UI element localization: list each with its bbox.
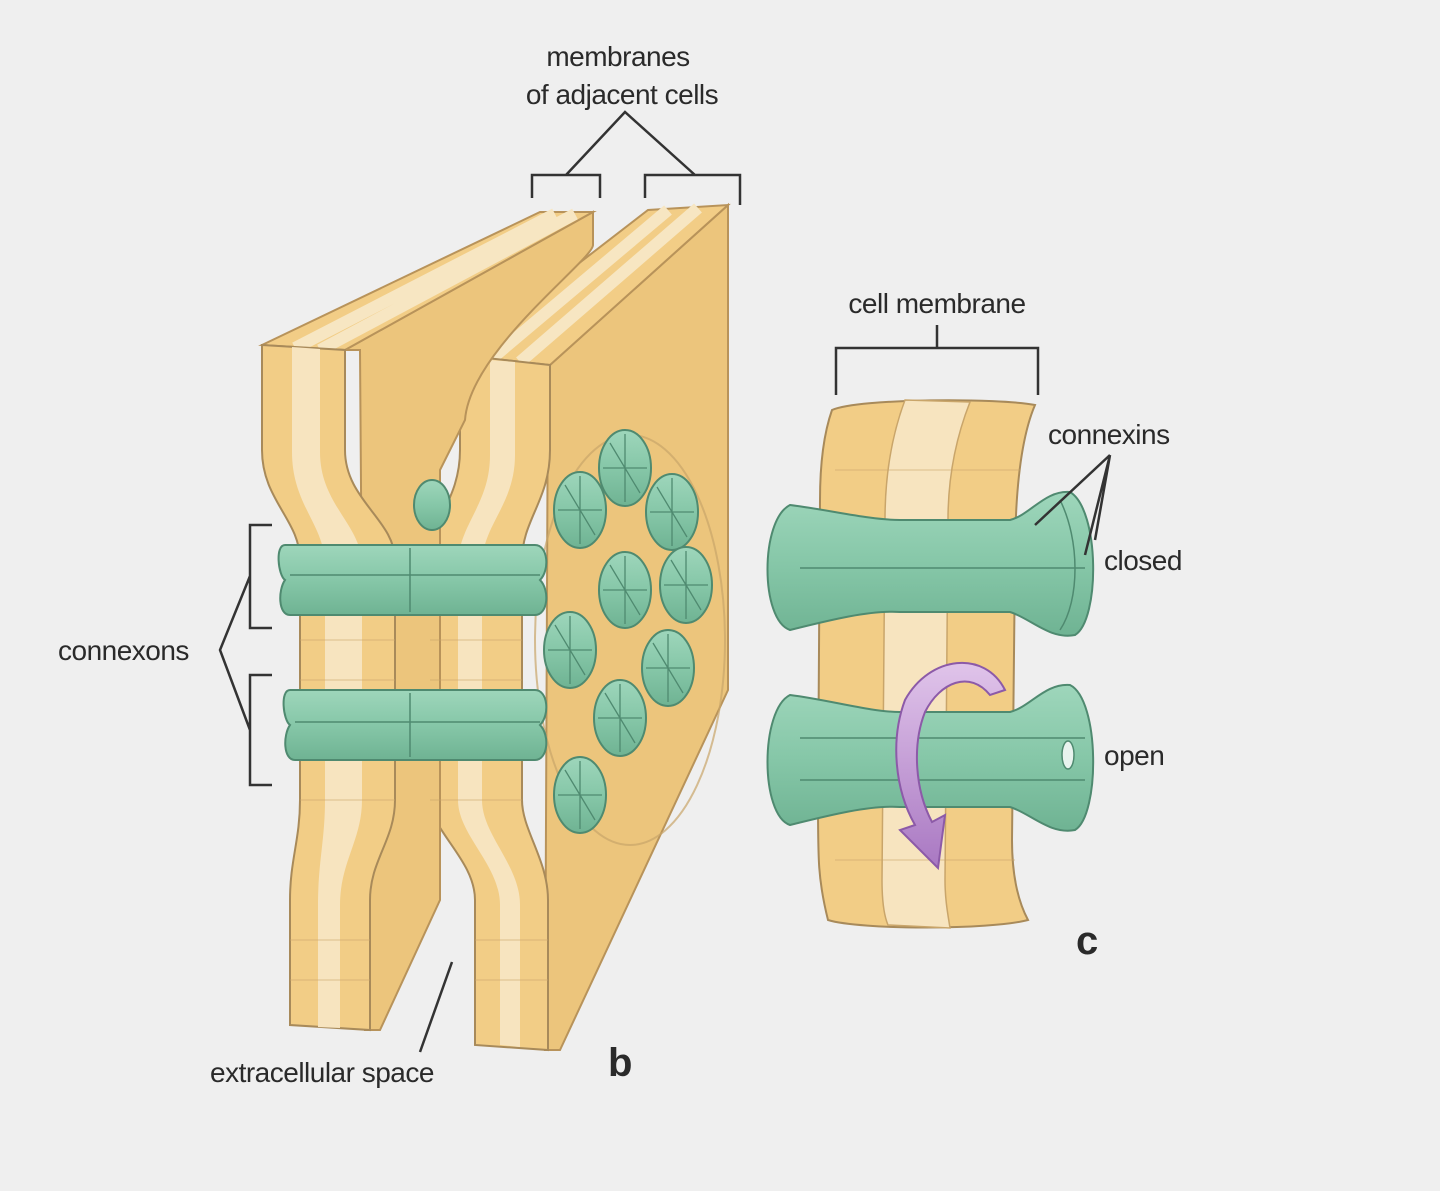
connexon-rosette	[598, 429, 652, 507]
connexon-lower	[282, 689, 548, 761]
extracellular-space-label: extracellular space	[210, 1057, 434, 1088]
membranes-label-line1: membranes	[546, 41, 689, 72]
connexon-rosette	[553, 471, 607, 549]
connexon-rosette	[543, 611, 597, 689]
connexon-upper	[277, 544, 548, 616]
panel-b-membranes	[258, 202, 731, 1052]
connexon-rosette	[598, 551, 652, 629]
membranes-label-line2: of adjacent cells	[526, 79, 718, 110]
connexons-label: connexons	[58, 635, 189, 666]
closed-connexon	[766, 490, 1095, 637]
connexon-rosette	[553, 756, 607, 834]
cell-membrane-label: cell membrane	[848, 288, 1025, 319]
open-label: open	[1104, 740, 1164, 771]
connexins-label: connexins	[1048, 419, 1170, 450]
connexon-rosette	[645, 473, 699, 551]
face-connexons	[543, 429, 713, 834]
connexon-rosette	[641, 629, 695, 707]
panel-c-label: c	[1076, 919, 1098, 963]
open-connexon	[766, 683, 1095, 832]
flow-arrow-icon	[895, 661, 1007, 871]
leader-lines	[218, 110, 1112, 1053]
closed-label: closed	[1104, 545, 1182, 576]
panel-b-connexons	[277, 479, 548, 761]
connexon-rosette	[593, 679, 647, 757]
connexon-rosette	[659, 546, 713, 624]
panel-b-label: b	[608, 1041, 632, 1085]
